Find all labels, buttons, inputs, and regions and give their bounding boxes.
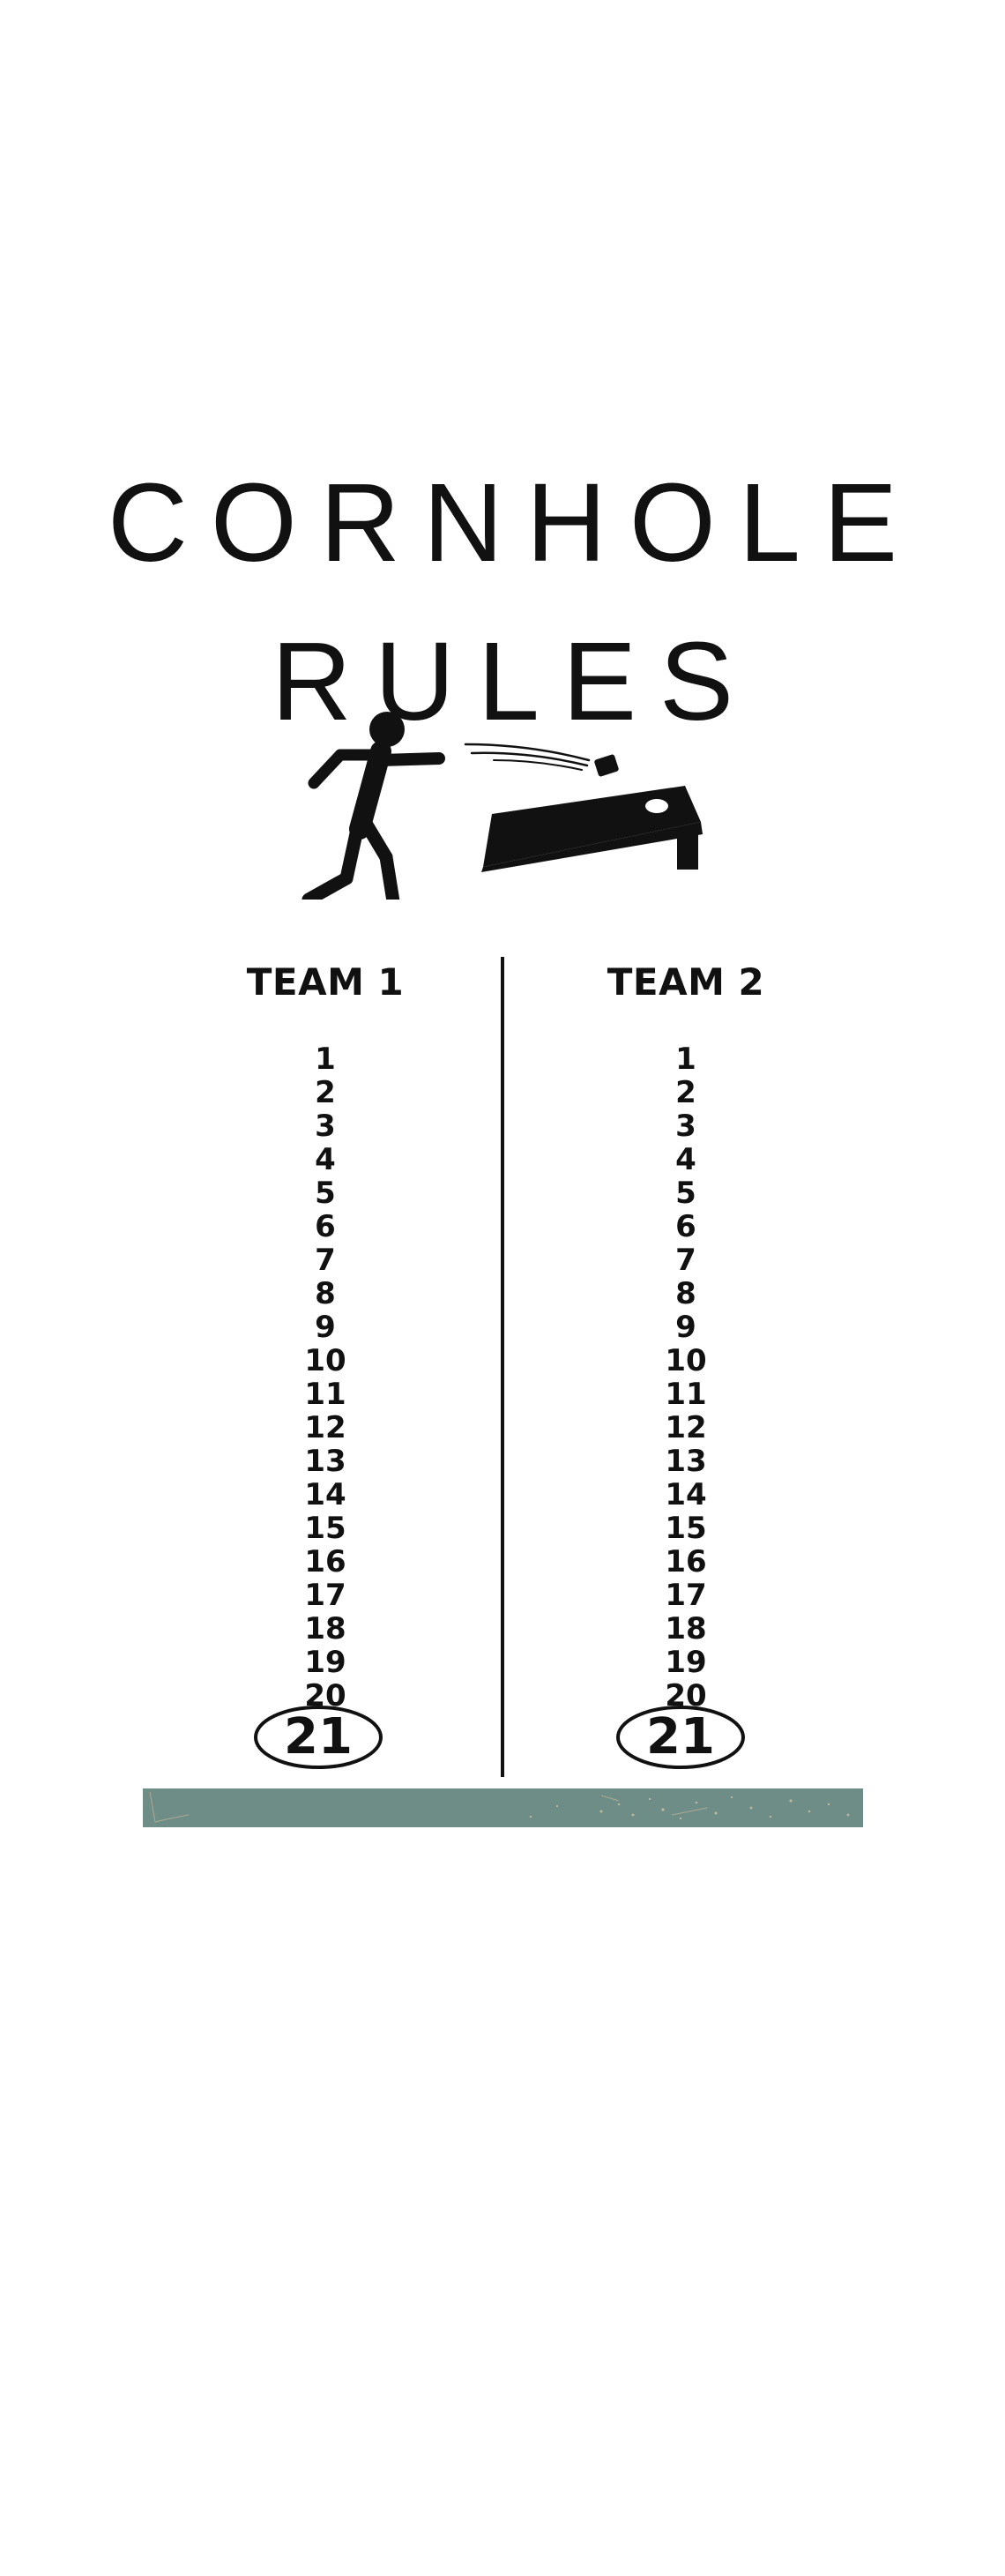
team-1-score: 2 (315, 1075, 336, 1110)
team-1-score: 6 (315, 1209, 336, 1244)
team-1-score: 13 (304, 1444, 346, 1479)
team-2-score: 16 (665, 1544, 707, 1579)
cornhole-illustration (302, 712, 703, 900)
player-throwing-icon (302, 712, 445, 900)
team-2-score: 4 (675, 1142, 696, 1177)
team-2-score: 12 (665, 1410, 707, 1445)
team-1-score: 10 (304, 1343, 346, 1378)
team-2-score: 2 (675, 1075, 696, 1110)
team-1-score: 14 (304, 1477, 346, 1512)
team-2-score: 10 (665, 1343, 707, 1378)
team-2-score: 5 (675, 1176, 696, 1211)
oval-ring-icon (616, 1706, 745, 1769)
team-1-column: TEAM 1 1 2 3 4 5 6 7 8 9 10 11 12 13 14 … (193, 957, 458, 1727)
team-2-score: 9 (675, 1310, 696, 1345)
team-1-score: 1 (315, 1042, 336, 1077)
team-2-score: 3 (675, 1109, 696, 1144)
team-1-score-list: 1 2 3 4 5 6 7 8 9 10 11 12 13 14 15 16 1… (193, 1042, 458, 1713)
team-2-column: TEAM 2 1 2 3 4 5 6 7 8 9 10 11 12 13 14 … (554, 957, 818, 1727)
team-1-score: 17 (304, 1578, 346, 1613)
team-2-score: 14 (665, 1477, 707, 1512)
team-1-score: 18 (304, 1611, 346, 1646)
team-1-score: 4 (315, 1142, 336, 1177)
team-1-win-value: 21 (284, 1708, 353, 1766)
team-1-score: 15 (304, 1511, 346, 1546)
team-2-score: 1 (675, 1042, 696, 1077)
team-2-score: 18 (665, 1611, 707, 1646)
team-2-score: 19 (665, 1645, 707, 1680)
team-1-score: 12 (304, 1410, 346, 1445)
bean-bag-icon (594, 754, 619, 777)
team-2-score: 8 (675, 1276, 696, 1311)
team-2-score: 11 (665, 1377, 707, 1412)
distressed-texture (149, 1791, 850, 1823)
team-2-win-value: 21 (646, 1708, 715, 1766)
team-1-score: 3 (315, 1109, 336, 1144)
team-1-score: 19 (304, 1645, 346, 1680)
team-2-score: 15 (665, 1511, 707, 1546)
title-line-cornhole: CORNHOLE (107, 460, 921, 586)
team-1-winning-score: 21 (252, 1704, 384, 1771)
cornhole-board-icon (481, 786, 703, 872)
team-divider (501, 957, 504, 1777)
team-2-score: 17 (665, 1578, 707, 1613)
team-2-winning-score: 21 (614, 1704, 747, 1771)
team-2-header: TEAM 2 (607, 960, 765, 1004)
team-1-score: 11 (304, 1377, 346, 1412)
team-2-score: 13 (665, 1444, 707, 1479)
team-2-score: 7 (675, 1243, 696, 1278)
team-2-score: 6 (675, 1209, 696, 1244)
team-2-score-list: 1 2 3 4 5 6 7 8 9 10 11 12 13 14 15 16 1… (554, 1042, 818, 1713)
team-1-score: 8 (315, 1276, 336, 1311)
team-1-score: 7 (315, 1243, 336, 1278)
foul-line-band (143, 1788, 863, 1827)
title-line-rules: RULES (271, 619, 757, 744)
team-1-score: 16 (304, 1544, 346, 1579)
team-1-header: TEAM 1 (246, 960, 405, 1004)
team-1-score: 5 (315, 1176, 336, 1211)
oval-ring-icon (254, 1706, 383, 1769)
team-1-score: 9 (315, 1310, 336, 1345)
bag-arc-icon (464, 743, 591, 771)
